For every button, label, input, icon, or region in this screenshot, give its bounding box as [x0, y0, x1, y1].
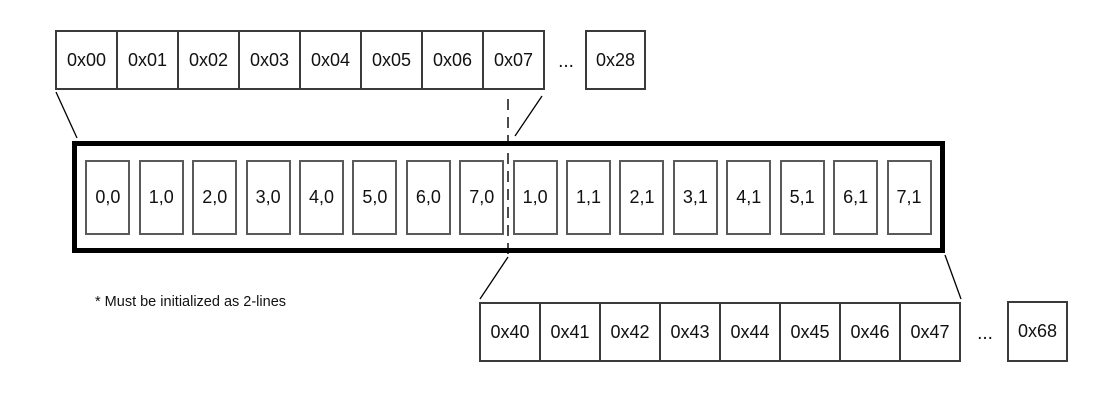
- line-cell: 4,0: [299, 159, 345, 235]
- address-cell: 0x47: [899, 302, 961, 362]
- address-cell: 0x43: [659, 302, 721, 362]
- address-cell: 0x00: [55, 30, 118, 90]
- line-cell: 3,0: [245, 159, 291, 235]
- line-cell: 1,0: [512, 159, 558, 235]
- top-strip-ellipsis: ...: [558, 51, 574, 72]
- line-cell: 7,1: [886, 159, 932, 235]
- footnote: * Must be initialized as 2-lines: [95, 294, 287, 310]
- address-cell: 0x05: [360, 30, 423, 90]
- line-cell: 1,1: [566, 159, 612, 235]
- address-cell: 0x41: [539, 302, 601, 362]
- line-cell: 5,1: [779, 159, 825, 235]
- address-cell: 0x01: [116, 30, 179, 90]
- line-cell: 6,1: [833, 159, 879, 235]
- address-cell-overflow: 0x28: [585, 30, 646, 90]
- address-cell: 0x46: [839, 302, 901, 362]
- bottom-address-strip: 0x40 0x41 0x42 0x43 0x44 0x45 0x46 0x47: [479, 302, 961, 362]
- bottom-strip-ellipsis: ...: [977, 323, 993, 344]
- address-cell-overflow: 0x68: [1007, 301, 1068, 362]
- connector-bottom-left-line: [479, 256, 509, 300]
- address-cell: 0x02: [177, 30, 240, 90]
- line-cell: 6,0: [405, 159, 451, 235]
- line-cell: 2,1: [619, 159, 665, 235]
- address-cell: 0x45: [779, 302, 841, 362]
- line-cell: 4,1: [726, 159, 772, 235]
- cache-lines-container: 0,0 1,0 2,0 3,0 4,0 5,0 6,0 7,0 1,0 1,1 …: [72, 141, 945, 253]
- connector-top-right-line: [514, 95, 543, 137]
- address-cell: 0x07: [482, 30, 545, 90]
- connector-top-left-line: [55, 91, 78, 139]
- line-cell: 1,0: [138, 159, 184, 235]
- top-address-strip: 0x00 0x01 0x02 0x03 0x04 0x05 0x06 0x07: [55, 30, 545, 90]
- line-cell: 7,0: [459, 159, 505, 235]
- address-cell: 0x44: [719, 302, 781, 362]
- address-cell: 0x42: [599, 302, 661, 362]
- address-cell: 0x04: [299, 30, 362, 90]
- address-cell: 0x03: [238, 30, 301, 90]
- address-cell: 0x40: [479, 302, 541, 362]
- line-cell: 3,1: [672, 159, 718, 235]
- line-cell: 0,0: [85, 159, 131, 235]
- line-cell: 2,0: [192, 159, 238, 235]
- address-cell: 0x06: [421, 30, 484, 90]
- line-cell: 5,0: [352, 159, 398, 235]
- connector-bottom-right-line: [944, 254, 962, 300]
